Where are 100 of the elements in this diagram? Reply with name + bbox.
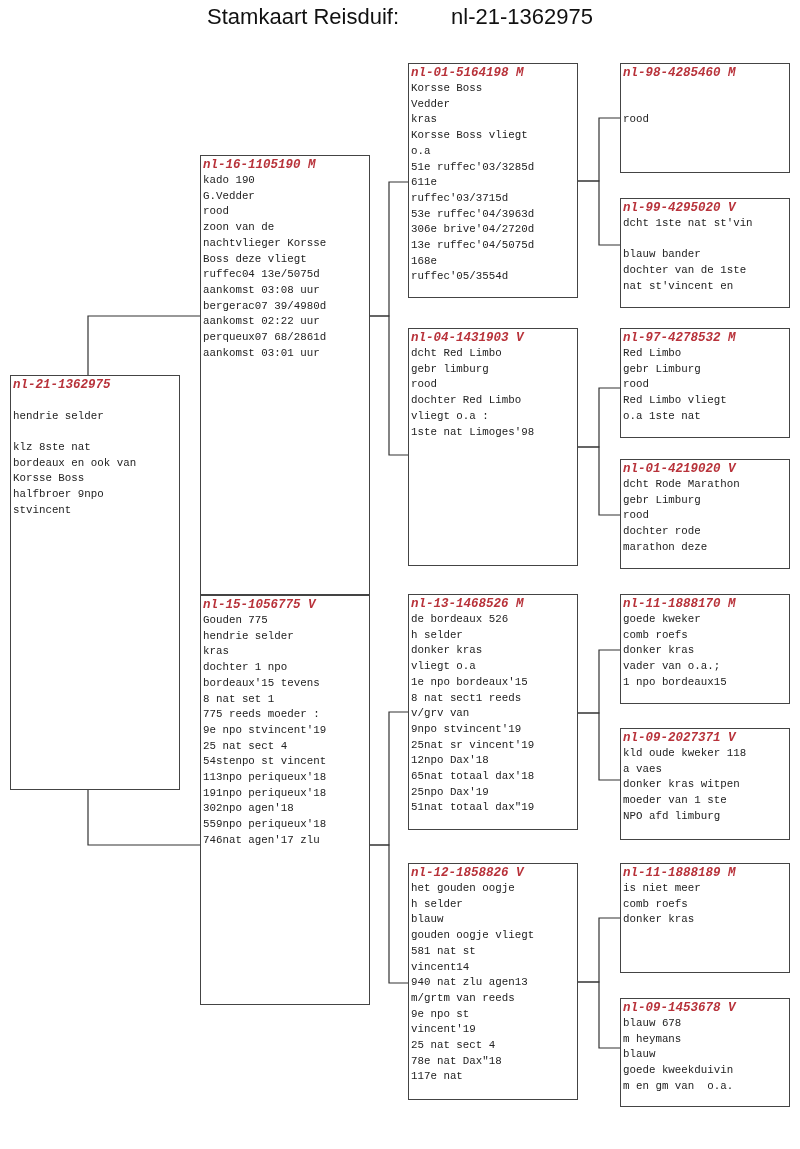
pedigree-note: o.a xyxy=(411,143,431,159)
pedigree-note: marathon deze xyxy=(623,539,708,555)
pedigree-note: halfbroer 9npo xyxy=(13,487,104,503)
pedigree-note: 25nat sr vincent'19 xyxy=(411,737,535,753)
pedigree-note: gouden oogje vliegt xyxy=(411,928,535,944)
pedigree-note: de bordeaux 526 xyxy=(411,612,509,627)
pedigree-note: 25npo Dax'19 xyxy=(411,784,489,800)
pedigree-card xyxy=(620,63,790,173)
ring-number: nl-01-5164198 M xyxy=(411,66,524,81)
pedigree-note: perqueux07 68/2861d xyxy=(203,330,327,346)
pedigree-card xyxy=(10,375,180,790)
pedigree-note: donker kras xyxy=(623,643,695,659)
pedigree-note: dochter 1 npo xyxy=(203,660,288,676)
connector-line xyxy=(369,315,409,456)
pedigree-note: bergerac07 39/4980d xyxy=(203,298,327,314)
pedigree-note: o.a 1ste nat xyxy=(623,408,701,424)
pedigree-note: hendrie selder xyxy=(203,628,294,644)
pedigree-note: donker kras xyxy=(411,643,483,659)
pedigree-note: Korsse Boss vliegt xyxy=(411,128,528,144)
pedigree-note: 581 nat st xyxy=(411,943,476,959)
pedigree-note: kras xyxy=(203,644,229,660)
ring-number: nl-09-1453678 V xyxy=(623,1001,736,1016)
pedigree-note: 51e ruffec'03/3285d xyxy=(411,159,535,175)
pedigree-note: dcht Red Limbo xyxy=(411,346,502,361)
pedigree-card xyxy=(620,998,790,1107)
ring-number: nl-16-1105190 M xyxy=(203,158,316,173)
pedigree-note: kado 190 xyxy=(203,173,255,188)
pedigree-note: Gouden 775 xyxy=(203,613,268,628)
pedigree-note: NPO afd limburg xyxy=(623,808,721,824)
pedigree-note: blauw xyxy=(623,1047,656,1063)
pedigree-note: v/grv van xyxy=(411,706,470,722)
pedigree-note: bordeaux en ook van xyxy=(13,455,137,471)
pedigree-note: rood xyxy=(623,508,649,524)
pedigree-card xyxy=(408,863,578,1100)
connector-line xyxy=(369,844,409,984)
pedigree-note: gebr Limburg xyxy=(623,492,701,508)
connector-line xyxy=(577,180,621,246)
pedigree-note: 940 nat zlu agen13 xyxy=(411,975,528,991)
pedigree-note: 25 nat sect 4 xyxy=(411,1038,496,1054)
pedigree-note: G.Vedder xyxy=(203,188,255,204)
connector-line xyxy=(577,712,621,781)
ring-number: nl-21-1362975 xyxy=(451,4,593,30)
pedigree-note: vliegt o.a xyxy=(411,659,476,675)
pedigree-note: dcht 1ste nat st'vin xyxy=(623,216,753,231)
pedigree-note: rood xyxy=(623,112,649,128)
pedigree-note: 168e xyxy=(411,253,437,269)
pedigree-card xyxy=(408,63,578,298)
ring-number: nl-15-1056775 V xyxy=(203,598,316,613)
pedigree-note: 53e ruffec'04/3963d xyxy=(411,206,535,222)
pedigree-note: stvincent xyxy=(13,502,72,518)
ring-number: nl-21-1362975 xyxy=(13,378,111,393)
pedigree-note: h selder xyxy=(411,896,463,912)
pedigree-note: 611e xyxy=(411,175,437,191)
pedigree-card xyxy=(408,594,578,830)
pedigree-note: donker kras xyxy=(623,912,695,928)
pedigree-note: ruffec04 13e/5075d xyxy=(203,267,320,283)
pedigree-note: dochter rode xyxy=(623,524,701,540)
pedigree-card xyxy=(200,595,370,1005)
connector-line xyxy=(577,981,621,1049)
pedigree-note: 8 nat sect1 reeds xyxy=(411,690,522,706)
pedigree-note: Korsse Boss xyxy=(13,471,85,487)
pedigree-note: rood xyxy=(411,377,437,393)
ring-number: nl-13-1468526 M xyxy=(411,597,524,612)
pedigree-note: 113npo periqueux'18 xyxy=(203,770,327,786)
pedigree-card xyxy=(200,155,370,595)
pedigree-note: dcht Rode Marathon xyxy=(623,477,740,492)
pedigree-card xyxy=(620,728,790,840)
pedigree-note: aankomst 03:08 uur xyxy=(203,282,320,298)
pedigree-note: aankomst 03:01 uur xyxy=(203,345,320,361)
connector-line xyxy=(577,446,621,516)
pedigree-note: hendrie selder xyxy=(13,408,104,424)
pedigree-note: goede kweker xyxy=(623,612,701,627)
pedigree-card xyxy=(620,459,790,569)
ring-number: nl-04-1431903 V xyxy=(411,331,524,346)
pedigree-note: zoon van de xyxy=(203,220,275,236)
pedigree-note: 1 npo bordeaux15 xyxy=(623,674,727,690)
connector-line xyxy=(87,315,201,376)
pedigree-note: h selder xyxy=(411,627,463,643)
pedigree-note: 13e ruffec'04/5075d xyxy=(411,238,535,254)
pedigree-note: vincent14 xyxy=(411,959,470,975)
pedigree-note: Korsse Boss xyxy=(411,81,483,96)
pedigree-note: 9npo stvincent'19 xyxy=(411,721,522,737)
pedigree-note: dochter van de 1ste xyxy=(623,263,747,279)
pedigree-note: 8 nat set 1 xyxy=(203,691,275,707)
pedigree-note: 65nat totaal dax'18 xyxy=(411,769,535,785)
page-title: Stamkaart Reisduif: xyxy=(207,4,400,30)
pedigree-note: blauw bander xyxy=(623,247,701,263)
pedigree-note: 54stenpo st vincent xyxy=(203,754,327,770)
pedigree-note: gebr limburg xyxy=(411,361,489,377)
ring-number: nl-01-4219020 V xyxy=(623,462,736,477)
ring-number: nl-09-2027371 V xyxy=(623,731,736,746)
pedigree-note: vincent'19 xyxy=(411,1022,476,1038)
pedigree-note: nat st'vincent en xyxy=(623,278,734,294)
pedigree-note: 51nat totaal dax"19 xyxy=(411,800,535,816)
pedigree-note: comb roefs xyxy=(623,627,688,643)
pedigree-note: 117e nat xyxy=(411,1069,463,1085)
pedigree-note: kld oude kweker 118 xyxy=(623,746,747,761)
pedigree-note: Red Limbo xyxy=(623,346,682,361)
ring-number: nl-11-1888189 M xyxy=(623,866,736,881)
pedigree-card xyxy=(408,328,578,566)
